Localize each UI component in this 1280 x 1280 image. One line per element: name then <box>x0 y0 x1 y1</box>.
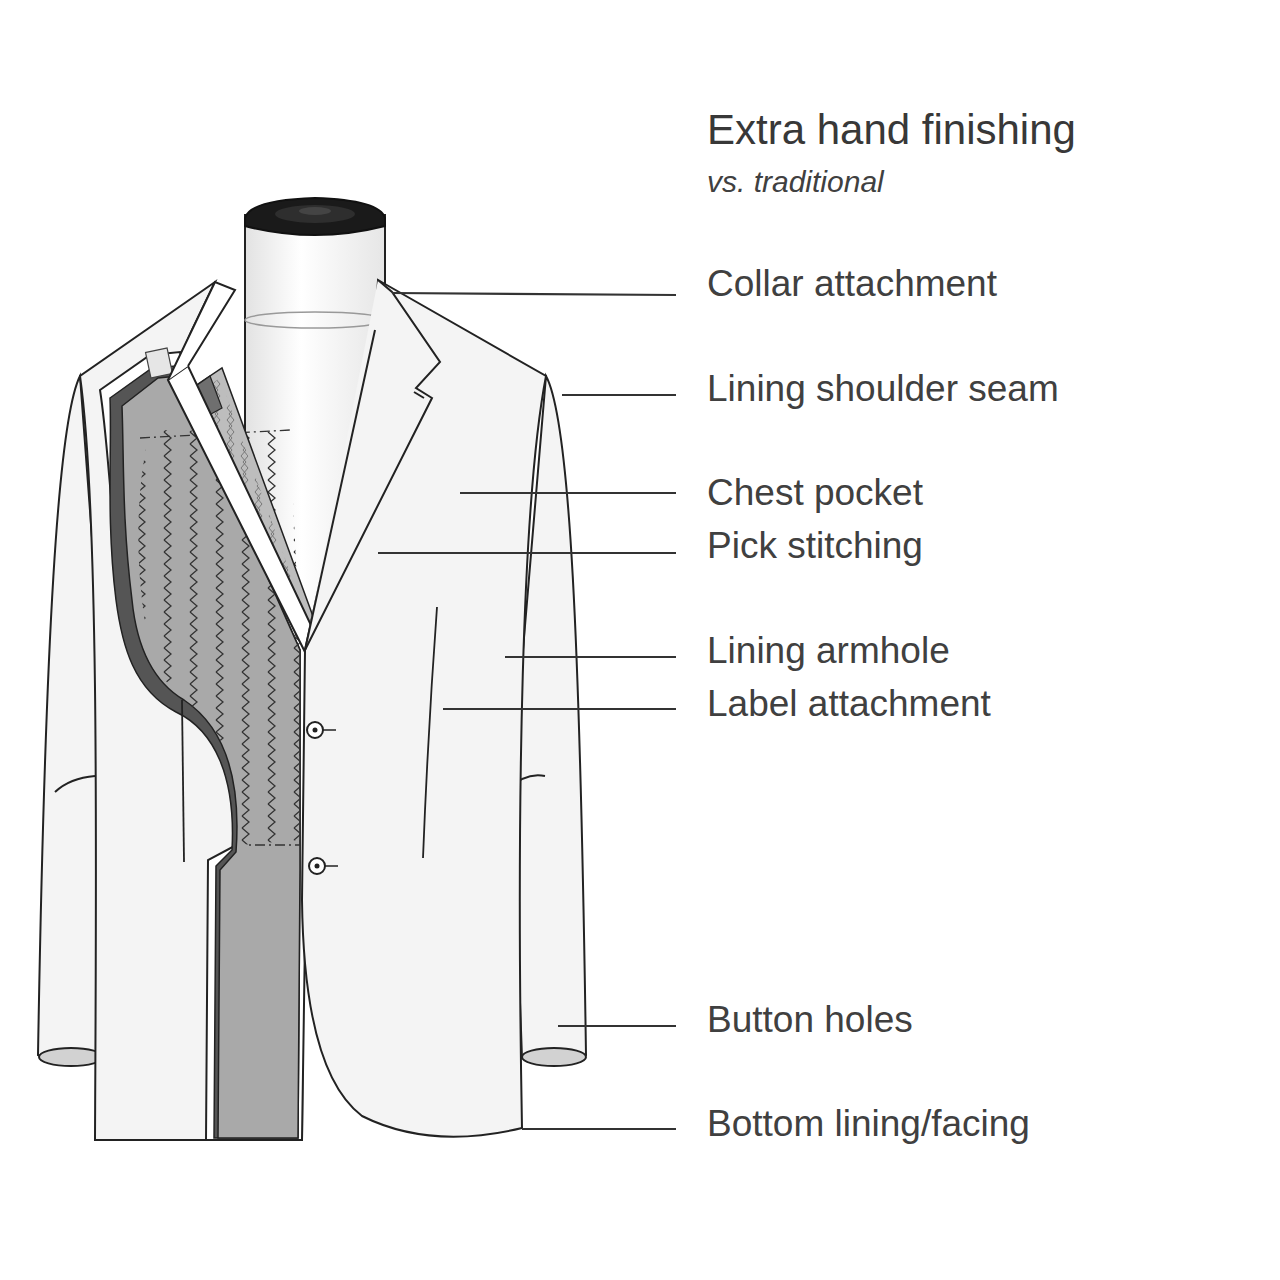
title: Extra hand finishing <box>707 105 1076 155</box>
subtitle: vs. traditional <box>707 164 884 200</box>
part-label: Pick stitching <box>707 524 923 568</box>
leader-line <box>522 1128 676 1130</box>
leader-line <box>378 552 676 554</box>
part-label: Button holes <box>707 998 913 1042</box>
part-label: Bottom lining/facing <box>707 1102 1030 1146</box>
leader-line <box>443 708 676 710</box>
leader-line <box>392 293 676 295</box>
part-label: Collar attachment <box>707 262 997 306</box>
leader-line <box>558 1025 676 1027</box>
left-front-cutaway <box>80 282 318 1140</box>
leader-line <box>505 656 676 658</box>
part-label: Chest pocket <box>707 471 923 515</box>
leader-line <box>562 394 676 396</box>
part-label: Label attachment <box>707 682 991 726</box>
leader-line <box>460 492 676 494</box>
part-label: Lining armhole <box>707 629 950 673</box>
leader-lines <box>378 293 676 1129</box>
part-label: Lining shoulder seam <box>707 367 1059 411</box>
